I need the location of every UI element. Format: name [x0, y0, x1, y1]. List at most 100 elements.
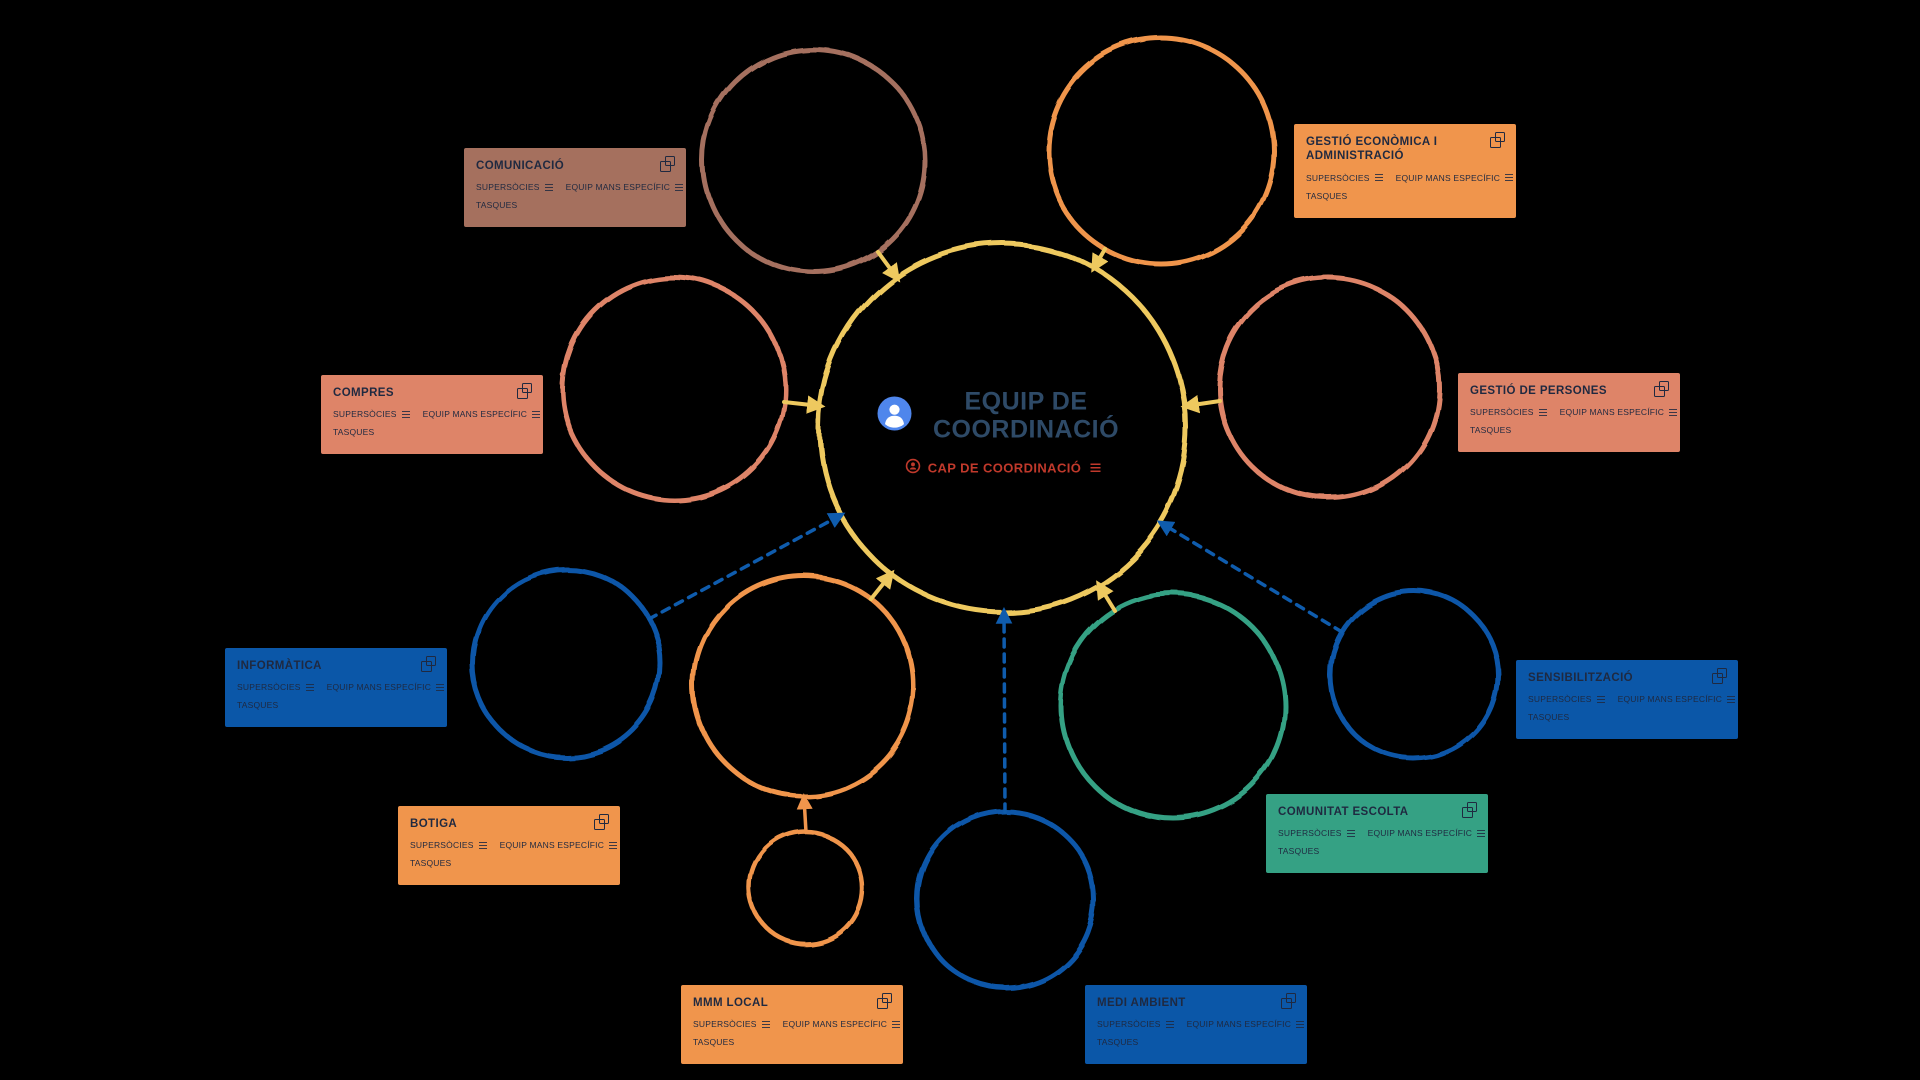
card-gestio-economica[interactable]: GESTIÓ ECONÒMICA I ADMINISTRACIÓ SUPERSÒ… [1294, 124, 1516, 218]
equip-mans-label: EQUIP MANS ESPECÍFIC [782, 1019, 888, 1030]
copy-icon[interactable] [517, 383, 532, 399]
card-gestio-persones[interactable]: GESTIÓ DE PERSONES SUPERSÒCIES EQUIP MAN… [1458, 373, 1680, 453]
table-icon [609, 841, 618, 849]
connector-comunitat-escolta[interactable] [1096, 580, 1117, 613]
circle-sensibilitzacio[interactable] [1327, 588, 1501, 762]
circle-comunitat-escolta[interactable] [1058, 591, 1288, 821]
card-informatica[interactable]: INFORMÀTICA SUPERSÒCIES EQUIP MANS ESPEC… [225, 648, 447, 728]
card-compres[interactable]: COMPRES SUPERSÒCIES EQUIP MANS ESPECÍFIC… [321, 375, 543, 455]
connector-sensibilitzacio[interactable] [1156, 520, 1344, 634]
equip-mans-button[interactable]: EQUIP MANS ESPECÍFIC [1559, 407, 1678, 418]
card-comunicacio[interactable]: COMUNICACIÓ SUPERSÒCIES EQUIP MANS ESPEC… [464, 148, 686, 228]
connector-medi-ambient[interactable] [995, 606, 1013, 814]
equip-mans-button[interactable]: EQUIP MANS ESPECÍFIC [327, 682, 445, 692]
tasques-button[interactable]: TASQUES [1278, 846, 1319, 856]
table-icon [1538, 408, 1547, 416]
equip-mans-label: EQUIP MANS ESPECÍFIC [1617, 694, 1723, 705]
card-medi-ambient[interactable]: MEDI AMBIENT SUPERSÒCIES EQUIP MANS ESPE… [1085, 985, 1307, 1065]
copy-icon[interactable] [1462, 802, 1477, 818]
supersocies-button[interactable]: SUPERSÒCIES [1306, 173, 1383, 183]
card-mmm-local[interactable]: MMM LOCAL SUPERSÒCIES EQUIP MANS ESPECÍF… [681, 985, 903, 1065]
copy-icon[interactable] [1281, 993, 1296, 1009]
supersocies-button[interactable]: SUPERSÒCIES [237, 682, 314, 692]
table-icon [1727, 695, 1736, 703]
supersocies-button[interactable]: SUPERSÒCIES [1528, 694, 1605, 704]
circle-gestio-persones[interactable] [1216, 275, 1442, 501]
equip-mans-label: EQUIP MANS ESPECÍFIC [1395, 172, 1501, 183]
tasques-button[interactable]: TASQUES [1306, 191, 1347, 201]
tasques-label: TASQUES [1097, 1037, 1139, 1048]
equip-mans-button[interactable]: EQUIP MANS ESPECÍFIC [1395, 172, 1514, 183]
copy-icon[interactable] [877, 993, 892, 1009]
circle-compres[interactable] [560, 275, 788, 503]
circle-medi-ambient[interactable] [915, 809, 1097, 991]
circle-gestio-economica[interactable] [1045, 35, 1277, 267]
connector-informatica[interactable] [647, 512, 846, 621]
copy-icon[interactable] [1490, 132, 1505, 148]
card-title: GESTIÓ ECONÒMICA I ADMINISTRACIÓ [1306, 136, 1438, 163]
supersocies-button[interactable]: SUPERSÒCIES [1097, 1019, 1174, 1029]
card-title: MEDI AMBIENT [1097, 997, 1186, 1009]
card-botiga[interactable]: BOTIGA SUPERSÒCIES EQUIP MANS ESPECÍFIC … [398, 806, 620, 886]
supersocies-label: SUPERSÒCIES [1306, 172, 1370, 183]
equip-mans-label: EQUIP MANS ESPECÍFIC [1559, 407, 1665, 418]
table-icon [544, 183, 553, 191]
table-icon [1477, 829, 1486, 837]
supersocies-button[interactable]: SUPERSÒCIES [1470, 407, 1547, 417]
tasques-button[interactable]: TASQUES [476, 200, 517, 210]
tasques-button[interactable]: TASQUES [410, 858, 451, 868]
supersocies-button[interactable]: SUPERSÒCIES [410, 840, 487, 850]
center-node[interactable]: EQUIP DE COORDINACIÓ CAP DE COORDINACIÓ [877, 388, 1129, 477]
tasques-label: TASQUES [333, 427, 375, 438]
tasques-button[interactable]: TASQUES [333, 427, 374, 437]
circle-mmm-local[interactable] [747, 829, 865, 947]
tasques-label: TASQUES [1306, 190, 1348, 201]
tasques-button[interactable]: TASQUES [237, 700, 278, 710]
connector-comunicacio[interactable] [876, 250, 901, 283]
equip-mans-button[interactable]: EQUIP MANS ESPECÍFIC [1186, 1019, 1305, 1030]
card-title: GESTIÓ DE PERSONES [1470, 385, 1607, 397]
supersocies-label: SUPERSÒCIES [1470, 407, 1534, 418]
tasques-label: TASQUES [1528, 712, 1570, 723]
tasques-label: TASQUES [693, 1037, 735, 1048]
equip-mans-button[interactable]: EQUIP MANS ESPECÍFIC [1617, 694, 1736, 705]
equip-mans-button[interactable]: EQUIP MANS ESPECÍFIC [1368, 828, 1486, 838]
card-title: BOTIGA [410, 818, 458, 830]
connector-compres[interactable] [782, 395, 826, 414]
table-icon [478, 841, 487, 849]
connector-mmm-botiga[interactable] [796, 793, 813, 834]
equip-mans-label: EQUIP MANS ESPECÍFIC [1186, 1019, 1292, 1030]
table-icon [892, 1020, 901, 1028]
supersocies-button[interactable]: SUPERSÒCIES [1278, 828, 1355, 838]
table-icon [761, 1020, 770, 1028]
connector-botiga[interactable] [869, 569, 895, 601]
card-sensibilitzacio[interactable]: SENSIBILITZACIÓ SUPERSÒCIES EQUIP MANS E… [1516, 660, 1738, 740]
copy-icon[interactable] [1654, 381, 1669, 397]
tasques-label: TASQUES [476, 200, 518, 211]
circle-botiga[interactable] [691, 573, 917, 799]
copy-icon[interactable] [660, 156, 675, 172]
supersocies-button[interactable]: SUPERSÒCIES [476, 182, 553, 192]
tasques-button[interactable]: TASQUES [693, 1037, 734, 1047]
equip-mans-label: EQUIP MANS ESPECÍFIC [565, 182, 671, 193]
supersocies-button[interactable]: SUPERSÒCIES [333, 409, 410, 419]
connector-gestio-persones[interactable] [1180, 395, 1222, 414]
card-title: COMUNITAT ESCOLTA [1278, 806, 1409, 818]
equip-mans-button[interactable]: EQUIP MANS ESPECÍFIC [565, 182, 684, 193]
cap-de-coordinacio-field[interactable]: CAP DE COORDINACIÓ [905, 458, 1101, 477]
copy-icon[interactable] [1712, 668, 1727, 684]
equip-mans-button[interactable]: EQUIP MANS ESPECÍFIC [782, 1019, 901, 1030]
tasques-button[interactable]: TASQUES [1097, 1037, 1138, 1047]
copy-icon[interactable] [594, 814, 609, 830]
supersocies-button[interactable]: SUPERSÒCIES [693, 1019, 770, 1029]
tasques-button[interactable]: TASQUES [1470, 425, 1511, 435]
connector-gestio-economica[interactable] [1091, 247, 1109, 273]
equip-mans-button[interactable]: EQUIP MANS ESPECÍFIC [500, 840, 618, 850]
card-comunitat-escolta[interactable]: COMUNITAT ESCOLTA SUPERSÒCIES EQUIP MANS… [1266, 794, 1488, 874]
circle-informatica[interactable] [469, 566, 663, 760]
copy-icon[interactable] [421, 656, 436, 672]
tasques-button[interactable]: TASQUES [1528, 712, 1569, 722]
equip-mans-button[interactable]: EQUIP MANS ESPECÍFIC [423, 409, 541, 419]
circle-comunicacio[interactable] [700, 47, 928, 275]
